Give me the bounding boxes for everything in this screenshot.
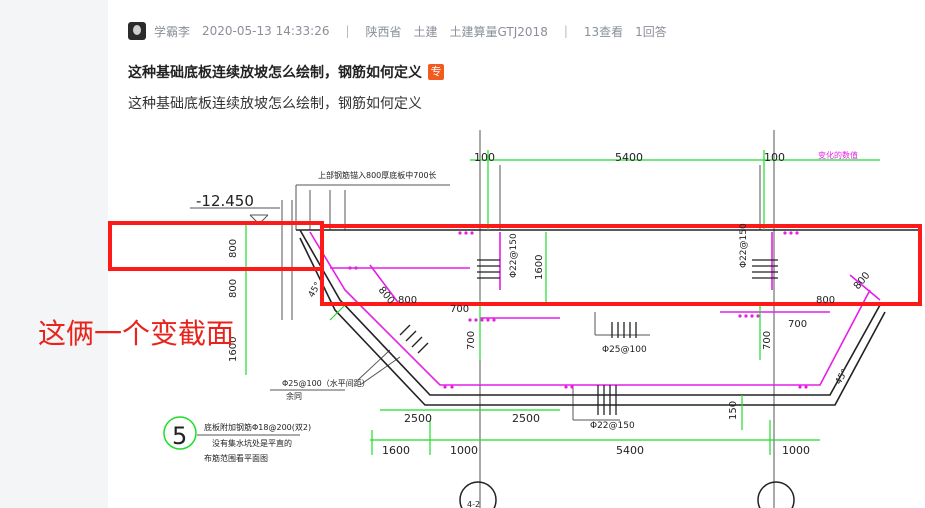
dim-1000-b: 1000 [782, 444, 810, 457]
dim-1600-bottom: 1600 [382, 444, 410, 457]
dim-700-c: 700 [466, 331, 477, 350]
dim-1600-mid: 1600 [534, 255, 545, 280]
highlight-boxes [108, 221, 922, 306]
question-card: 学霸李 2020-05-13 14:33:26 | 陕西省 土建 土建算量GTJ… [108, 0, 925, 508]
dim-800-slope-right: 800 [852, 270, 873, 292]
post-software[interactable]: 土建算量GTJ2018 [449, 24, 548, 39]
dim-150: 150 [728, 401, 739, 420]
dim-700-b: 700 [788, 319, 807, 330]
answer-count: 1回答 [635, 24, 667, 39]
question-title[interactable]: 这种基础底板连续放坡怎么绘制，钢筋如何定义 专 [128, 62, 444, 82]
rebar-22-150-a: Φ22@150 [509, 233, 519, 278]
avatar[interactable] [128, 22, 146, 40]
post-meta: 学霸李 2020-05-13 14:33:26 | 陕西省 土建 土建算量GTJ… [128, 22, 667, 40]
question-title-text: 这种基础底板连续放坡怎么绘制，钢筋如何定义 [128, 65, 422, 81]
detail-note-2: 没有集水坑处是平直的 [212, 438, 292, 448]
detail-note-1: 底板附加钢筋Φ18@200(双2) [204, 422, 311, 432]
dim-800-a: 800 [228, 239, 239, 258]
axis-label: 4-2 [467, 500, 480, 508]
rebar-22-150-c: Φ22@150 [590, 421, 635, 431]
rebar-22-150-b: Φ22@150 [739, 223, 749, 268]
cad-drawing-image[interactable]: -12.450 上部钢筋锚入800厚底板中700长 100 5400 100 8… [108, 0, 925, 508]
dim-700-a: 700 [450, 304, 469, 315]
elevation-label: -12.450 [196, 192, 254, 210]
detail-note-3: 布筋范围看平面图 [204, 453, 268, 463]
rebar-25-100-sub: 余同 [286, 391, 302, 401]
top-rebar-note: 上部钢筋锚入800厚底板中700长 [318, 170, 437, 180]
author-name[interactable]: 学霸李 [154, 24, 191, 39]
post-category[interactable]: 土建 [413, 24, 438, 39]
dim-1600-left: 1600 [228, 337, 239, 362]
rebar-25-100-note: Φ25@100（水平间距） [282, 378, 370, 388]
rebar-25-100: Φ25@100 [602, 345, 647, 355]
slope-angle-right: 45° [834, 368, 851, 387]
dim-800-bottom-left: 800 [398, 295, 417, 306]
dim-100-right: 100 [764, 151, 785, 164]
dim-2500-b: 2500 [512, 412, 540, 425]
post-province: 陕西省 [365, 24, 402, 39]
dim-800-bottom-right: 800 [816, 295, 835, 306]
question-description: 这种基础底板连续放坡怎么绘制，钢筋如何定义 [128, 96, 422, 112]
meta-separator: | [563, 24, 568, 38]
post-datetime: 2020-05-13 14:33:26 [202, 24, 330, 38]
dim-700-d: 700 [762, 331, 773, 350]
dim-800-b: 800 [228, 279, 239, 298]
changed-value-label: 变化的数值 [818, 150, 858, 160]
meta-separator: | [345, 24, 350, 38]
dim-5400-bottom: 5400 [616, 444, 644, 457]
dim-100-left: 100 [474, 151, 495, 164]
dim-2500-a: 2500 [404, 412, 432, 425]
annotation-callout: 这俩一个变截面 [38, 317, 235, 350]
dim-5400-top: 5400 [615, 151, 643, 164]
expert-badge: 专 [428, 64, 444, 80]
view-count: 13查看 [583, 24, 624, 39]
dim-1000-a: 1000 [450, 444, 478, 457]
detail-number: 5 [172, 422, 187, 450]
